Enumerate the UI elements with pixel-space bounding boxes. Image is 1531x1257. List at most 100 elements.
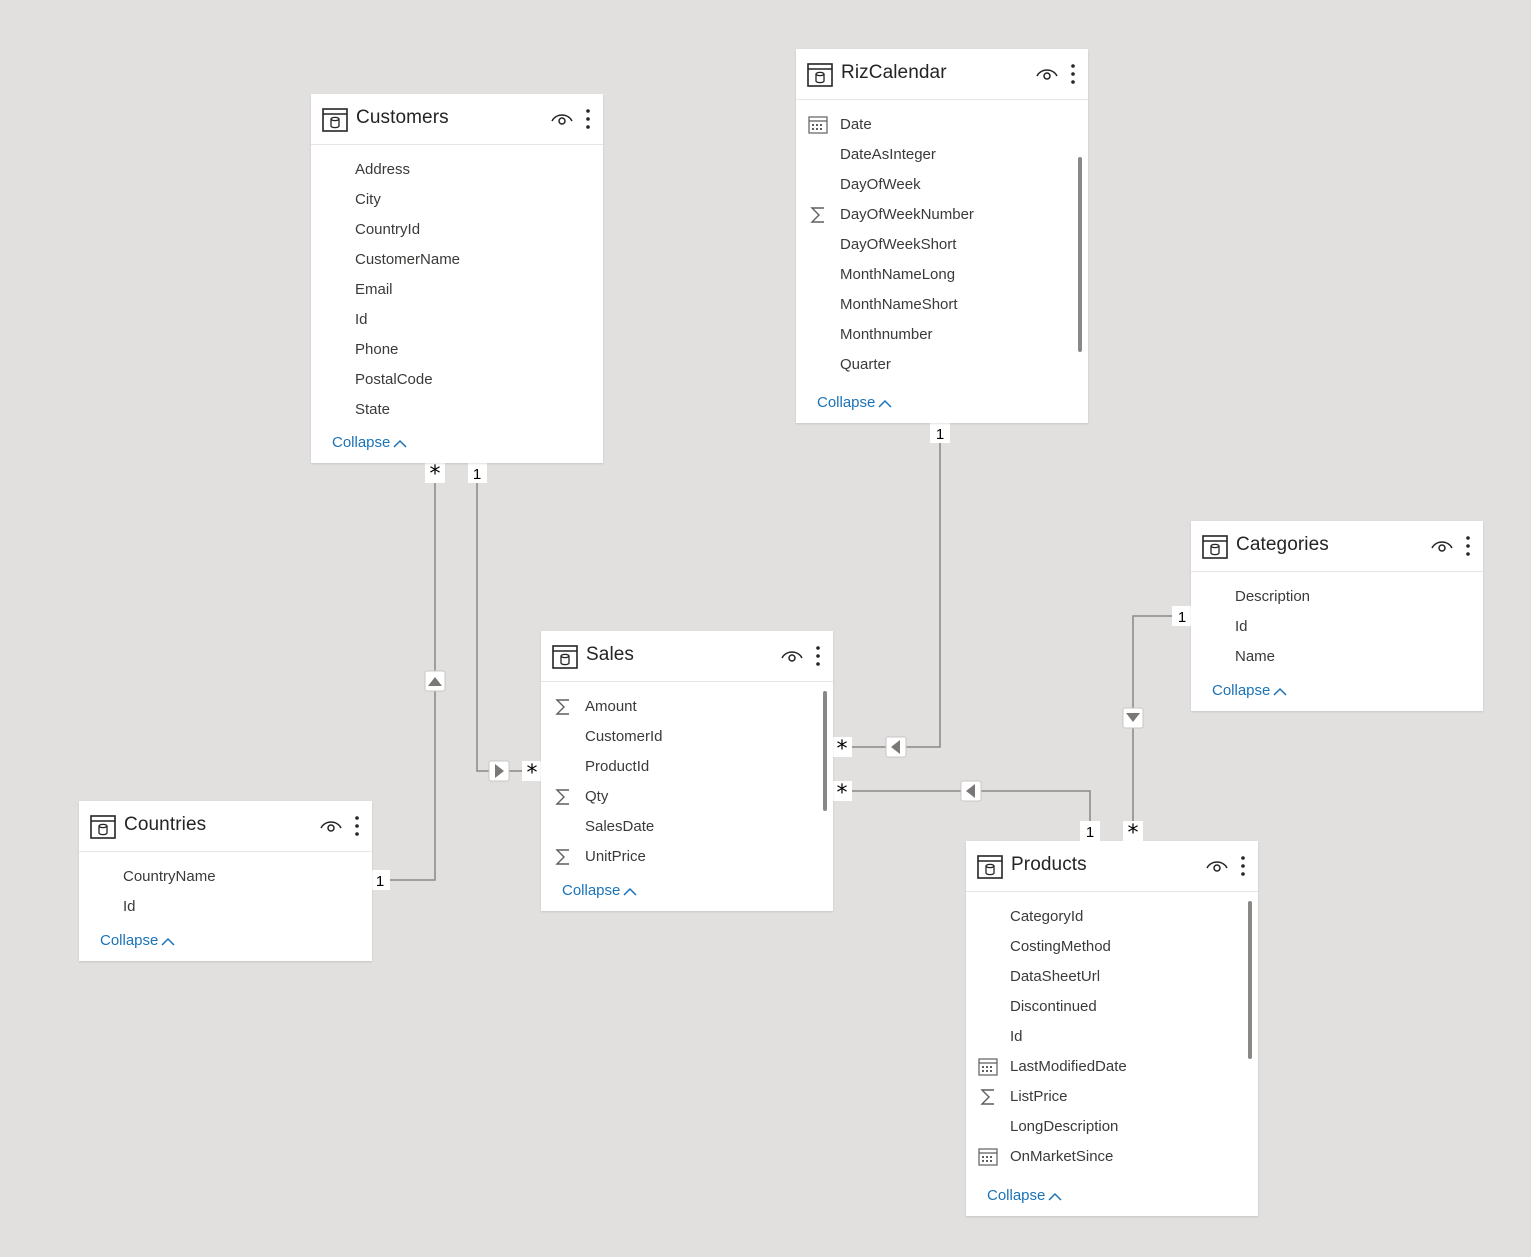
field-name: PostalCode	[355, 371, 433, 388]
rel-line-categories-products[interactable]	[1132, 615, 1172, 821]
filter-direction-arrow-up[interactable]	[424, 670, 446, 692]
field-row[interactable]: DayOfWeek	[796, 170, 1088, 200]
more-options-icon[interactable]	[814, 644, 822, 668]
field-row[interactable]: UnitPrice	[541, 842, 833, 872]
collapse-link[interactable]: Collapse	[100, 932, 175, 949]
field-row[interactable]: MonthNameLong	[796, 260, 1088, 290]
rel-line-customers-sales[interactable]	[476, 483, 522, 772]
field-row[interactable]: Name	[1191, 642, 1483, 672]
field-row[interactable]: LastModifiedDate	[966, 1052, 1258, 1082]
chevron-up-icon	[623, 887, 637, 896]
field-row[interactable]: CategoryId	[966, 902, 1258, 932]
field-row[interactable]: DataSheetUrl	[966, 962, 1258, 992]
eye-icon[interactable]	[781, 648, 803, 664]
table-header[interactable]: RizCalendar	[796, 49, 1088, 100]
cardinality-badge	[832, 781, 852, 801]
field-row[interactable]: State	[311, 395, 603, 425]
field-row[interactable]: Id	[311, 305, 603, 335]
field-row[interactable]: Discontinued	[966, 992, 1258, 1022]
field-name: Id	[1010, 1028, 1023, 1045]
collapse-link[interactable]: Collapse	[987, 1187, 1062, 1204]
field-row[interactable]: CountryId	[311, 215, 603, 245]
eye-icon[interactable]	[1036, 66, 1058, 82]
scrollbar[interactable]	[823, 691, 827, 811]
table-header[interactable]: Products	[966, 841, 1258, 892]
filter-direction-arrow-down[interactable]	[1122, 707, 1144, 729]
field-row[interactable]: Id	[1191, 612, 1483, 642]
cardinality-badge	[930, 423, 950, 443]
field-row[interactable]: LongDescription	[966, 1112, 1258, 1142]
cardinality-badge	[522, 761, 542, 781]
field-row[interactable]: Date	[796, 110, 1088, 140]
scrollbar[interactable]	[1078, 157, 1082, 352]
chevron-up-icon	[1273, 687, 1287, 696]
more-options-icon[interactable]	[353, 814, 361, 838]
collapse-link[interactable]: Collapse	[1212, 682, 1287, 699]
rel-line-customers-countries[interactable]	[390, 483, 436, 881]
eye-icon[interactable]	[551, 111, 573, 127]
eye-icon[interactable]	[320, 818, 342, 834]
more-options-icon[interactable]	[1239, 854, 1247, 878]
field-row[interactable]: ListPrice	[966, 1082, 1258, 1112]
field-row[interactable]: MonthNameShort	[796, 290, 1088, 320]
field-name: Id	[355, 311, 368, 328]
filter-direction-arrow-left[interactable]	[960, 780, 982, 802]
filter-direction-arrow-left[interactable]	[885, 736, 907, 758]
more-options-icon[interactable]	[584, 107, 592, 131]
eye-icon[interactable]	[1431, 538, 1453, 554]
field-row[interactable]: City	[311, 185, 603, 215]
field-row[interactable]: PostalCode	[311, 365, 603, 395]
field-row[interactable]: CostingMethod	[966, 932, 1258, 962]
field-name: Address	[355, 161, 411, 178]
table-header[interactable]: Countries	[79, 801, 372, 852]
field-row[interactable]: CountryName	[79, 862, 372, 892]
table-header[interactable]: Customers	[311, 94, 603, 145]
field-row[interactable]: Description	[1191, 582, 1483, 612]
table-icon	[977, 855, 1003, 879]
field-name: CountryName	[123, 868, 216, 885]
collapse-link[interactable]: Collapse	[817, 394, 892, 411]
table-title: Products	[1011, 854, 1087, 875]
collapse-label: Collapse	[562, 882, 621, 899]
field-row[interactable]: Qty	[541, 782, 833, 812]
filter-direction-arrow-right[interactable]	[488, 760, 510, 782]
table-icon	[807, 63, 833, 87]
collapse-link[interactable]: Collapse	[562, 882, 637, 899]
field-row[interactable]: OnMarketSince	[966, 1142, 1258, 1172]
field-row[interactable]: DayOfWeekNumber	[796, 200, 1088, 230]
field-row[interactable]: Id	[966, 1022, 1258, 1052]
field-row[interactable]: ProductId	[541, 752, 833, 782]
field-row[interactable]: SalesDate	[541, 812, 833, 842]
field-row[interactable]: Address	[311, 155, 603, 185]
scrollbar[interactable]	[1248, 901, 1252, 1059]
table-header[interactable]: Categories	[1191, 521, 1483, 572]
collapse-label: Collapse	[817, 394, 876, 411]
field-row[interactable]: Monthnumber	[796, 320, 1088, 350]
field-row[interactable]: DayOfWeekShort	[796, 230, 1088, 260]
field-name: DayOfWeekShort	[840, 236, 957, 253]
table-header[interactable]: Sales	[541, 631, 833, 682]
field-row[interactable]: Phone	[311, 335, 603, 365]
rel-line-products-sales[interactable]	[852, 790, 1091, 821]
collapse-link[interactable]: Collapse	[332, 434, 407, 451]
more-options-icon[interactable]	[1464, 534, 1472, 558]
more-options-icon[interactable]	[1069, 62, 1077, 86]
field-row[interactable]: Quarter	[796, 350, 1088, 380]
field-row[interactable]: Amount	[541, 692, 833, 722]
field-name: CountryId	[355, 221, 421, 238]
eye-icon[interactable]	[1206, 858, 1228, 874]
sigma-icon	[980, 1089, 994, 1105]
field-row[interactable]: DateAsInteger	[796, 140, 1088, 170]
field-row[interactable]: CustomerName	[311, 245, 603, 275]
field-row[interactable]: CustomerId	[541, 722, 833, 752]
rel-line-rizcalendar-sales[interactable]	[852, 443, 941, 748]
field-row[interactable]: Id	[79, 892, 372, 922]
field-row[interactable]: Email	[311, 275, 603, 305]
